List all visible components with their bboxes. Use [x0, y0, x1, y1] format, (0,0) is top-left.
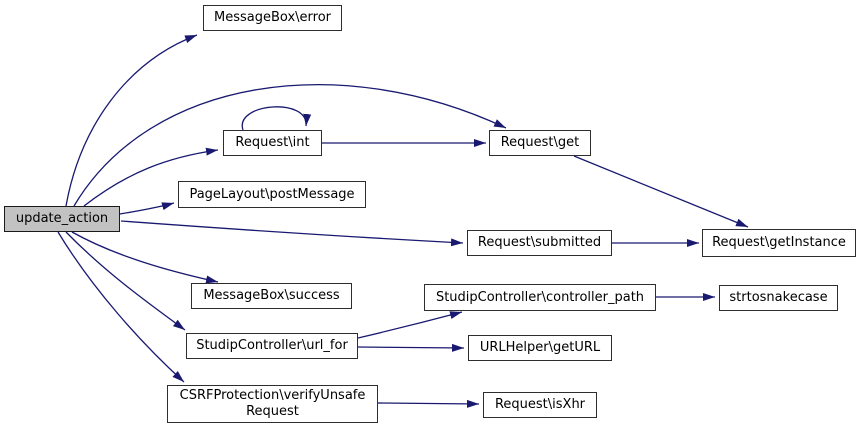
edge-update_action-request_submitted: [120, 220, 464, 247]
node-request-submitted[interactable]: Request\submitted: [467, 230, 612, 256]
edge-url_for-urlhelper_geturl: [357, 343, 465, 352]
node-request-int[interactable]: Request\int: [223, 130, 322, 156]
edge-request_get-request_getinstance: [573, 155, 749, 228]
edge-update_action-messagebox_success: [71, 231, 219, 284]
node-pagelayout-postmessage[interactable]: PageLayout\postMessage: [178, 181, 366, 208]
node-update-action[interactable]: update_action: [4, 206, 120, 232]
edge-update_action-csrf_verify: [57, 231, 185, 383]
node-request-get[interactable]: Request\get: [489, 130, 591, 156]
node-studipcontroller-controller-path[interactable]: StudipController\controller_path: [424, 284, 656, 311]
node-urlhelper-geturl[interactable]: URLHelper\getURL: [468, 335, 612, 361]
node-csrfprotection-verifyunsaferequest[interactable]: CSRFProtection\verifyUnsafe Request: [167, 385, 378, 423]
edge-update_action-url_for: [65, 231, 186, 331]
node-request-isxhr[interactable]: Request\isXhr: [483, 392, 597, 418]
edge-csrf_verify-request_isxhr: [377, 399, 480, 408]
edge-url_for-controller_path: [357, 311, 463, 339]
node-strtosnakecase[interactable]: strtosnakecase: [719, 285, 838, 311]
node-messagebox-success[interactable]: MessageBox\success: [191, 283, 352, 309]
edge-request_int-self-loop: [241, 106, 312, 131]
node-studipcontroller-url-for[interactable]: StudipController\url_for: [186, 333, 358, 359]
node-request-getinstance[interactable]: Request\getInstance: [702, 229, 856, 257]
node-messagebox-error[interactable]: MessageBox\error: [203, 5, 342, 31]
edge-update_action-pagelayout_postmessage: [119, 202, 175, 215]
